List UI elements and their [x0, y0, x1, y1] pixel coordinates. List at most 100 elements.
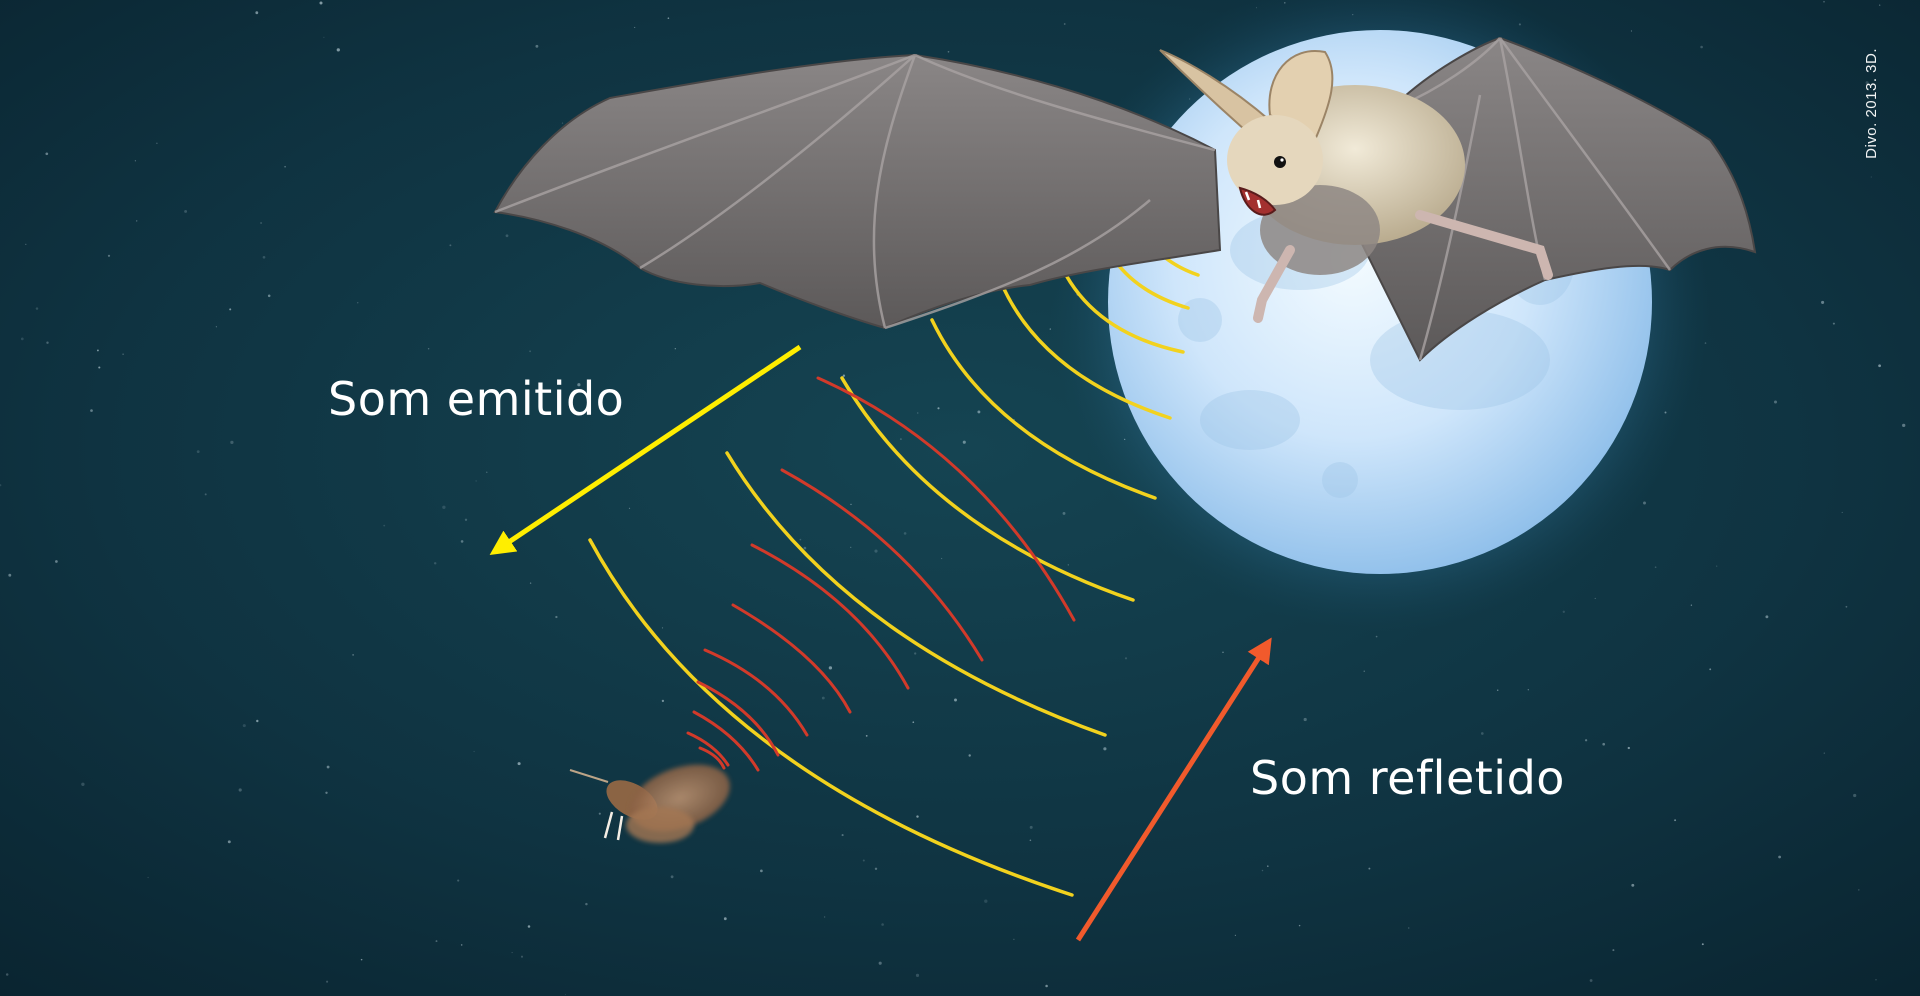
star	[821, 696, 825, 700]
star	[411, 390, 415, 394]
star	[1674, 819, 1677, 822]
star	[505, 234, 509, 238]
star	[98, 366, 101, 369]
star	[8, 573, 12, 577]
star	[227, 840, 231, 844]
star	[464, 518, 468, 521]
star	[1029, 825, 1033, 829]
star	[433, 562, 437, 565]
star	[850, 546, 852, 548]
star	[1778, 855, 1781, 859]
star	[1103, 747, 1107, 751]
bat-right-wing	[1358, 36, 1757, 362]
star	[628, 507, 631, 509]
star	[803, 546, 807, 550]
star	[561, 122, 564, 124]
emitted-sound-arrow	[489, 344, 802, 555]
star	[460, 944, 463, 946]
star	[336, 48, 340, 52]
star	[1716, 565, 1718, 567]
star	[823, 916, 826, 918]
star	[915, 973, 920, 978]
star	[1823, 752, 1825, 754]
star	[1821, 300, 1825, 304]
star	[598, 812, 601, 815]
star	[326, 980, 329, 983]
star	[1627, 746, 1630, 750]
star	[55, 560, 58, 563]
star	[984, 899, 988, 903]
star	[1045, 984, 1048, 988]
star	[284, 165, 286, 168]
star	[1267, 865, 1269, 867]
reflected-wave-1	[698, 746, 726, 770]
star	[256, 719, 259, 723]
star	[1562, 610, 1565, 613]
star	[1701, 943, 1704, 946]
star	[1832, 322, 1835, 325]
star	[968, 754, 971, 757]
star	[1865, 81, 1869, 85]
star	[435, 940, 438, 943]
star	[383, 524, 386, 527]
star	[96, 349, 99, 352]
star	[535, 44, 539, 48]
star	[1067, 564, 1069, 566]
star	[517, 762, 521, 766]
star	[903, 532, 907, 535]
bat-illustration	[493, 36, 1757, 362]
star	[1368, 867, 1371, 870]
reflected-wave-8	[780, 468, 984, 662]
reflected-sound-arrow	[1075, 637, 1272, 942]
star	[674, 348, 676, 350]
star	[215, 326, 218, 328]
emitted-wave-6	[930, 318, 1157, 500]
star	[577, 383, 581, 387]
image-credit: Divo. 2013. 3D.	[1863, 48, 1880, 159]
reflected-wave-6	[731, 603, 852, 714]
star	[912, 721, 915, 724]
star	[828, 666, 833, 670]
reflected-wave-7	[750, 543, 910, 690]
star	[134, 160, 137, 162]
star	[799, 538, 802, 541]
star	[527, 925, 531, 928]
star	[1631, 883, 1635, 887]
star	[260, 221, 263, 225]
star	[196, 450, 200, 454]
star	[1363, 670, 1365, 672]
star	[661, 699, 665, 703]
star	[585, 902, 588, 906]
star	[1853, 793, 1857, 798]
reflected-wave-3	[692, 710, 760, 772]
star	[529, 350, 531, 353]
star	[1124, 657, 1128, 660]
star	[878, 961, 882, 965]
star	[238, 788, 242, 792]
star	[460, 540, 464, 543]
star	[1234, 934, 1237, 937]
reflected-sound-waves	[686, 376, 1076, 772]
star	[229, 308, 232, 311]
star	[25, 243, 27, 246]
star	[1496, 689, 1499, 692]
star	[442, 505, 446, 509]
star	[1222, 651, 1224, 654]
star	[1408, 927, 1410, 929]
star	[529, 582, 532, 584]
star	[427, 348, 430, 350]
star	[449, 244, 452, 247]
star	[46, 341, 49, 344]
star	[1774, 400, 1777, 404]
star	[520, 955, 524, 958]
star	[634, 26, 636, 28]
star	[962, 440, 966, 444]
star	[916, 815, 919, 818]
star	[841, 834, 844, 837]
star	[242, 724, 246, 728]
star	[865, 734, 868, 737]
star	[475, 480, 477, 482]
star	[1643, 501, 1646, 505]
reflected-wave-2	[686, 731, 730, 767]
